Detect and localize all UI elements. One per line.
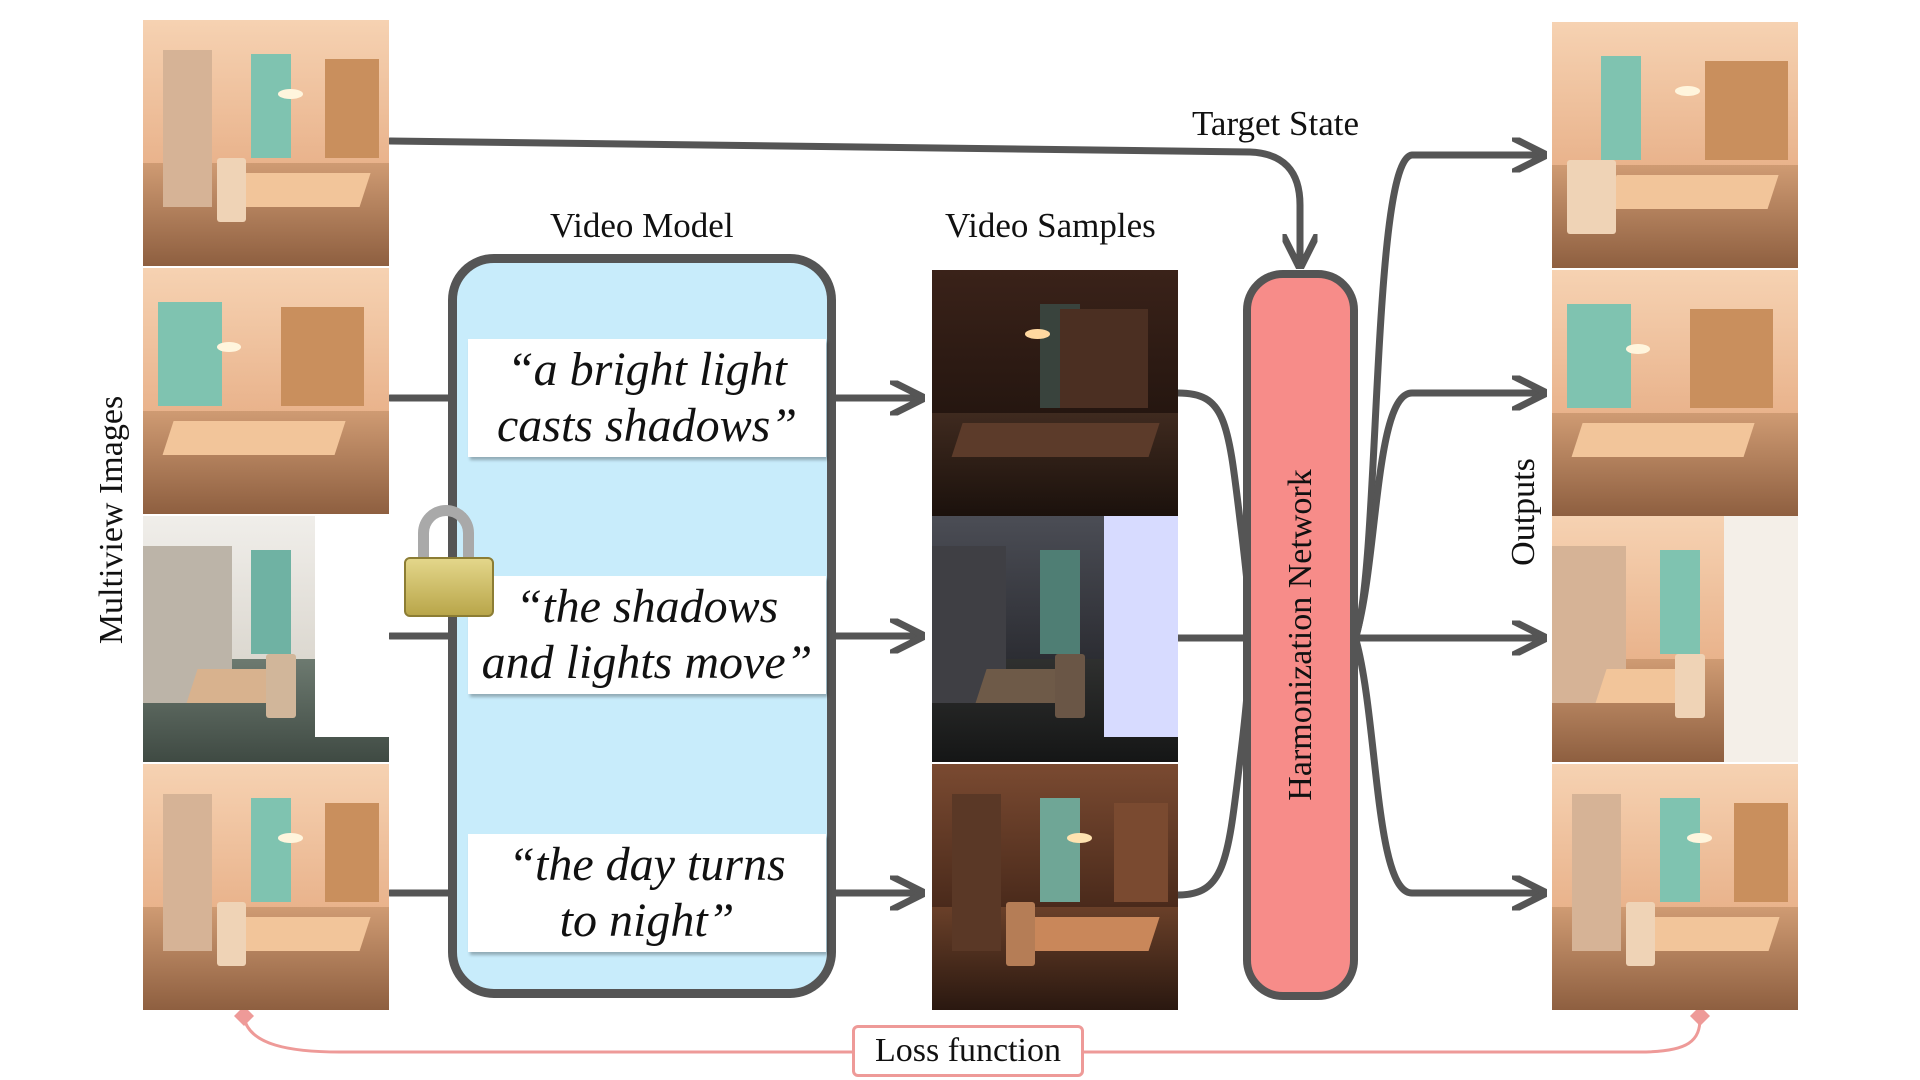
loss-curve-right	[1084, 1017, 1702, 1054]
loss-function-box: Loss function	[852, 1025, 1084, 1077]
multiview-image-3	[143, 516, 389, 762]
output-image-3	[1552, 516, 1798, 762]
prompt-1-line-2: casts shadows”	[496, 399, 798, 452]
video-sample-1	[932, 270, 1178, 516]
prompt-3-line-1: “the day turns	[508, 838, 786, 891]
prompt-3-line-2: to night”	[559, 894, 735, 947]
target-state-arrow	[386, 137, 1300, 262]
sample-to-harm-3	[1174, 634, 1254, 899]
video-sample-2	[932, 516, 1178, 762]
harm-to-output-2	[1352, 393, 1540, 640]
multiview-images-label: Multiview Images	[93, 395, 130, 645]
loss-marker-right	[1690, 1006, 1710, 1026]
multiview-image-2	[143, 268, 389, 514]
sample-to-harm-1	[1174, 389, 1254, 640]
harmonization-network-box	[1243, 270, 1358, 1000]
prompt-1-line-1: “a bright light	[506, 343, 788, 396]
target-state-label: Target State	[1192, 104, 1359, 143]
outputs-label: Outputs	[1505, 458, 1542, 566]
loss-curve-left	[242, 1017, 852, 1054]
multiview-image-4	[143, 764, 389, 1010]
output-image-1	[1552, 22, 1798, 268]
harmonization-network-label: Harmonization Network	[1282, 469, 1319, 801]
output-image-2	[1552, 270, 1798, 516]
loss-function-label: Loss function	[874, 1032, 1062, 1069]
prompt-2-line-1: “the shadows	[515, 580, 779, 633]
multiview-image-1	[143, 20, 389, 266]
lock-icon	[404, 505, 496, 617]
video-samples-label: Video Samples	[945, 206, 1156, 245]
prompt-2-line-2: and lights move”	[481, 636, 813, 689]
video-sample-3	[932, 764, 1178, 1010]
loss-marker-left	[234, 1006, 254, 1026]
video-model-label: Video Model	[550, 206, 734, 245]
harm-to-output-4	[1352, 636, 1540, 893]
output-image-4	[1552, 764, 1798, 1010]
